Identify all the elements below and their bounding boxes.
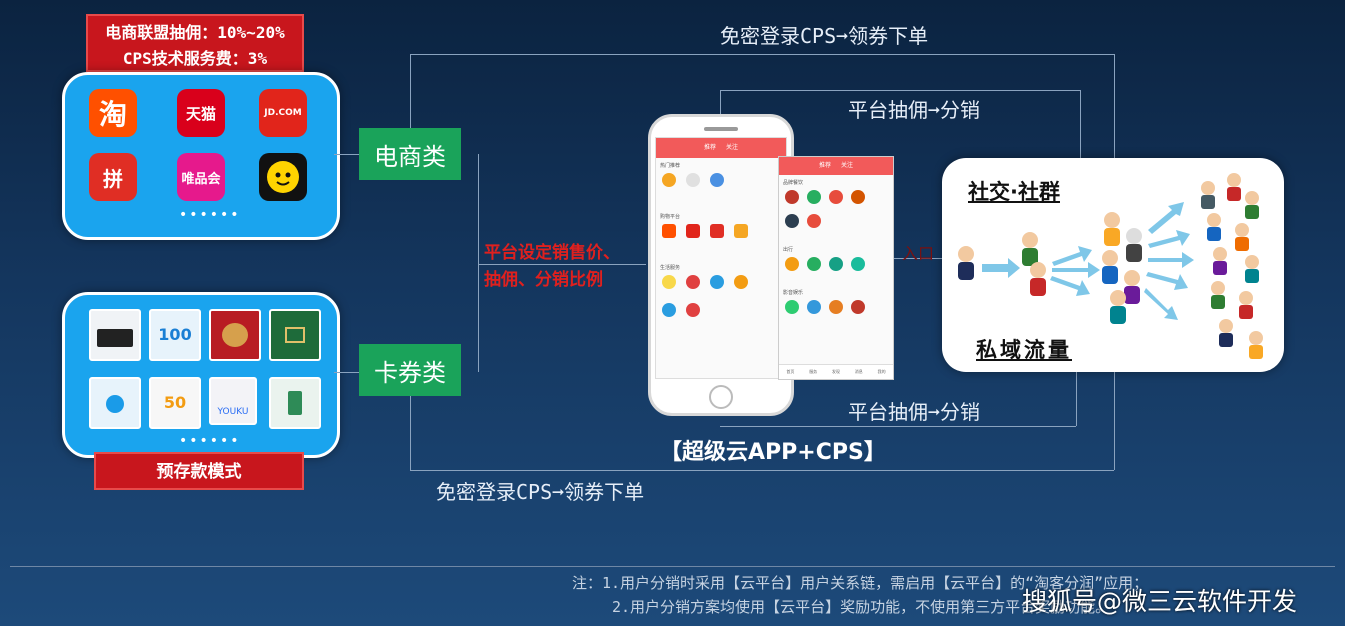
- connector-inner-top-left: [720, 90, 722, 114]
- entry-label: 入口: [902, 244, 935, 263]
- connector-panel-top: [334, 154, 359, 156]
- phone2-row-1: [785, 190, 887, 204]
- connector-bottom-outer: [410, 470, 1114, 472]
- voucher-card-kfc: [209, 309, 261, 361]
- voucher-category-label: 卡券类: [359, 344, 461, 396]
- phone-section-1: 热门推荐: [660, 163, 681, 169]
- social-panel: 社交·社群 私域流量: [942, 158, 1284, 372]
- nav-home[interactable]: 首页: [786, 369, 795, 374]
- connector-top-right-vert: [1114, 54, 1116, 158]
- phone-section-2: 购物平台: [660, 214, 681, 220]
- connector-panel-bottom: [334, 372, 359, 374]
- voucher-card-8: [269, 377, 321, 429]
- flow-commission-bottom: 平台抽佣➞分销: [848, 400, 981, 424]
- nav-message[interactable]: 消息: [854, 369, 863, 374]
- phone-tab-follow[interactable]: 关注: [726, 144, 739, 151]
- phone-row-4: [662, 303, 780, 317]
- connector-mid-vert: [478, 154, 480, 372]
- connector-inner-top: [720, 90, 1080, 92]
- phone-section-3: 生活服务: [660, 265, 681, 271]
- voucher-card-5: [89, 377, 141, 429]
- flow-bottom-label: 免密登录CPS➞领券下单: [436, 480, 645, 504]
- phone2-section-3: 影音娱乐: [783, 290, 804, 296]
- meituan-icon: [259, 153, 307, 201]
- nav-mine[interactable]: 我的: [877, 369, 886, 374]
- more-dots: ••••••: [179, 207, 241, 223]
- voucher-card-6: 50: [149, 377, 201, 429]
- phone-screen-secondary: 推荐 关注 品牌餐饮 出行 影音娱乐 首页 服务 发现 消息 我的: [778, 156, 894, 380]
- phone-home-button: [709, 385, 733, 409]
- connector-bottom-left-vert: [410, 396, 412, 470]
- phone-row-1: [662, 173, 780, 187]
- people-icon: [958, 173, 1263, 359]
- commission-info-box: 电商联盟抽佣：10%~20% CPS技术服务费：3%: [86, 14, 304, 72]
- commission-line-2: CPS技术服务费：3%: [122, 49, 268, 68]
- phone2-tab-follow[interactable]: 关注: [841, 162, 854, 169]
- connector-inner-bottom: [720, 426, 1076, 428]
- tmall-icon: 天猫: [177, 89, 225, 137]
- watermark: 搜狐号@微三云软件开发: [1022, 587, 1298, 616]
- connector-inner-top-right: [1080, 90, 1082, 158]
- connector-inner-bottom-right: [1076, 372, 1078, 426]
- pinduoduo-icon: 拼: [89, 153, 137, 201]
- phone2-row-2: [785, 214, 887, 228]
- phone-row-3: [662, 275, 780, 289]
- pricing-note: 平台设定销售价、 抽佣、分销比例: [484, 240, 620, 294]
- voucher-card-4: [269, 309, 321, 361]
- footer-divider: [10, 566, 1335, 567]
- ecommerce-category-label: 电商类: [359, 128, 461, 180]
- prepaid-mode-box: 预存款模式: [94, 452, 304, 490]
- connector-entry: [892, 258, 942, 260]
- voucher-panel: 100 50 YOUKU ••••••: [62, 292, 340, 458]
- flow-commission-top: 平台抽佣➞分销: [848, 98, 981, 122]
- nav-service[interactable]: 服务: [809, 369, 818, 374]
- connector-top-left-vert: [410, 54, 412, 128]
- pricing-note-line-1: 平台设定销售价、: [484, 243, 620, 263]
- jd-icon: JD.COM: [259, 89, 307, 137]
- phone2-section-1: 品牌餐饮: [783, 180, 804, 186]
- social-title: 社交·社群: [968, 180, 1060, 204]
- more-dots: ••••••: [179, 433, 241, 449]
- taobao-icon: 淘: [89, 89, 137, 137]
- private-traffic-title: 私域流量: [976, 338, 1072, 362]
- ecommerce-panel: 淘 天猫 JD.COM 拼 唯品会 ••••••: [62, 72, 340, 240]
- phone2-section-2: 出行: [783, 247, 794, 253]
- connector-top-outer: [410, 54, 1114, 56]
- footer-note-2: 2.用户分销方案均使用【云平台】奖励功能，不使用第三方平台奖励功能。: [612, 598, 1111, 616]
- footer-note-1: 注：1.用户分销时采用【云平台】用户关系链，需启用【云平台】的“淘客分润”应用；: [572, 574, 1149, 592]
- phone2-row-3: [785, 257, 887, 271]
- commission-line-1: 电商联盟抽佣：10%~20%: [105, 23, 285, 42]
- phone-mockup-main: 推荐 关注 热门推荐 购物平台 生活服务: [648, 114, 794, 416]
- phone2-tab-recommend[interactable]: 推荐: [818, 162, 831, 169]
- voucher-card-2: 100: [149, 309, 201, 361]
- phone2-bottom-nav: 首页 服务 发现 消息 我的: [779, 364, 893, 379]
- vipshop-icon: 唯品会: [177, 153, 225, 201]
- app-title: 【超级云APP+CPS】: [660, 440, 886, 465]
- connector-mid-horiz: [478, 264, 646, 266]
- phone-tab-recommend[interactable]: 推荐: [703, 144, 716, 151]
- voucher-card-1: [89, 309, 141, 361]
- social-network-illustration: [958, 173, 1263, 359]
- phone-row-2: [662, 224, 780, 238]
- voucher-card-youku: YOUKU: [209, 377, 257, 425]
- phone2-row-4: [785, 300, 887, 314]
- nav-discover[interactable]: 发现: [831, 369, 840, 374]
- connector-bottom-right-vert: [1114, 372, 1116, 470]
- pricing-note-line-2: 抽佣、分销比例: [484, 270, 603, 290]
- flow-top-label: 免密登录CPS➞领券下单: [720, 24, 929, 48]
